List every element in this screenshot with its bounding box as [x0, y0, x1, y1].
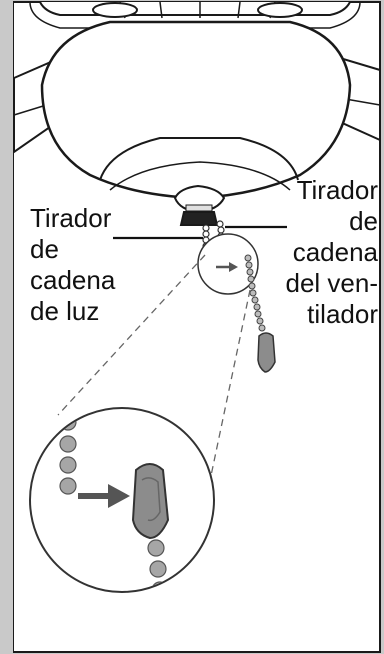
fan-chain-label: Tirador de cadena del ven- tilador: [286, 175, 379, 330]
large-fob-icon: [133, 464, 168, 538]
light-chain-label-line-1: Tirador: [30, 203, 115, 234]
light-chain-label-line-2: de: [30, 234, 115, 265]
light-chain-label-line-4: de luz: [30, 296, 115, 327]
light-chain-label-line-3: cadena: [30, 265, 115, 296]
fan-chain-label-line-2: de: [286, 206, 379, 237]
light-chain-label: Tirador de cadena de luz: [30, 203, 115, 327]
fan-chain-label-line-4: del ven-: [286, 268, 379, 299]
left-margin: [0, 0, 13, 654]
chain-fob-icon: [258, 333, 275, 372]
fan-chain-label-line-1: Tirador: [286, 175, 379, 206]
fan-chain-label-line-5: tilador: [286, 299, 379, 330]
light-bowl: [42, 22, 350, 198]
fan-chain-label-line-3: cadena: [286, 237, 379, 268]
switch-housing: [175, 186, 224, 225]
